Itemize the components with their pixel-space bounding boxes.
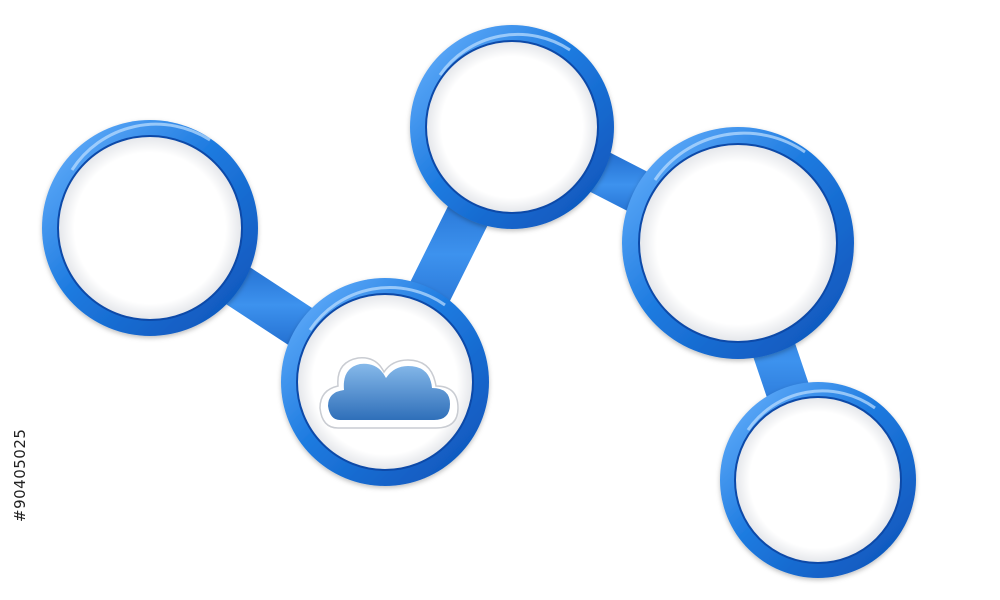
cloud-icon [319, 357, 459, 429]
circle-4 [622, 127, 854, 359]
circle-1 [42, 120, 258, 336]
circle-3 [410, 25, 614, 229]
stock-id-label: #90405025 [11, 428, 29, 522]
circle-5 [720, 382, 916, 578]
